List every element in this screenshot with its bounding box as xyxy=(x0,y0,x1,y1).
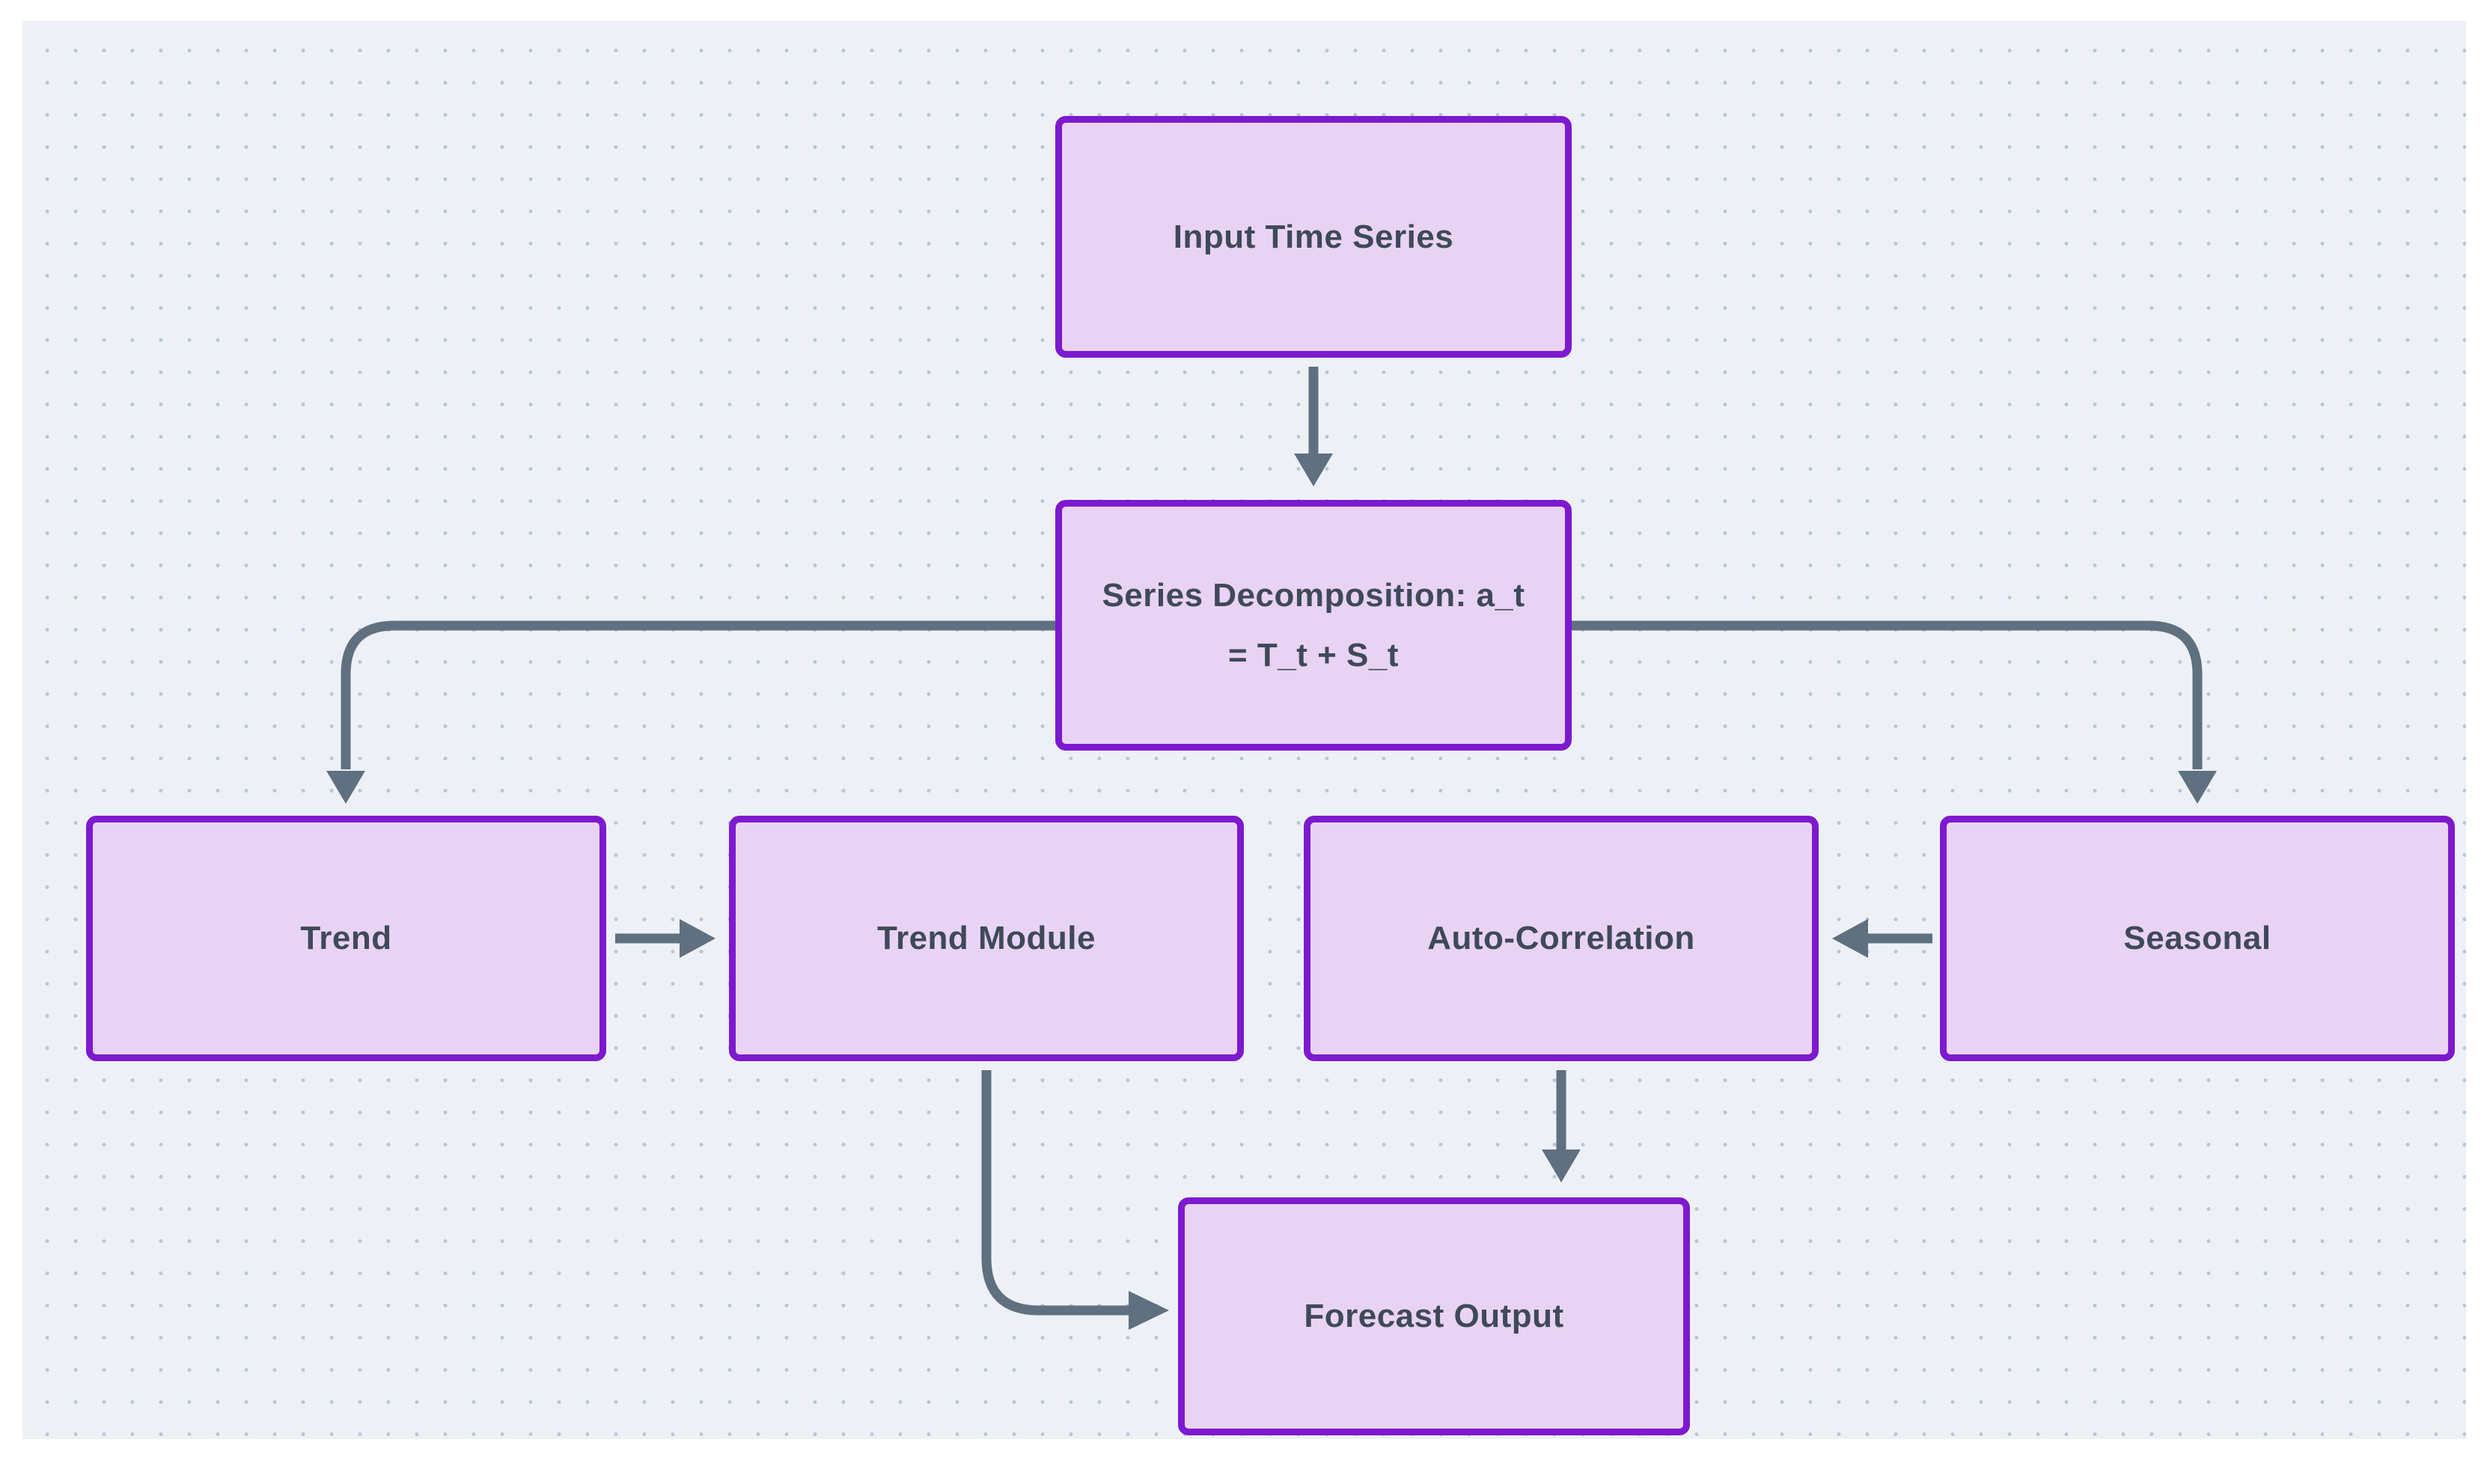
node-auto-correlation-label: Auto-Correlation xyxy=(1427,920,1695,956)
node-trend-module-label: Trend Module xyxy=(877,920,1096,956)
edge-input-to-decomposition-arrowhead xyxy=(1294,454,1333,486)
edge-decomposition-to-seasonal xyxy=(1572,620,2203,769)
edge-decomposition-to-seasonal-arrowhead xyxy=(2178,771,2217,804)
node-seasonal[interactable]: Seasonal xyxy=(1940,816,2455,1061)
node-series-decomposition-label: Series Decomposition: a_t = T_t + S_t xyxy=(1102,566,1525,685)
node-forecast-output-label: Forecast Output xyxy=(1304,1298,1564,1334)
edge-trend-to-trend-module-arrowhead xyxy=(680,919,715,958)
node-series-decomposition-label-line2: = T_t + S_t xyxy=(1227,636,1400,674)
node-input-time-series-label: Input Time Series xyxy=(1173,218,1454,255)
node-forecast-output[interactable]: Forecast Output xyxy=(1178,1197,1690,1435)
node-seasonal-label: Seasonal xyxy=(2123,920,2271,956)
edge-decomposition-to-trend xyxy=(341,620,1055,769)
edge-decomposition-to-trend-arrowhead xyxy=(326,771,365,804)
edge-seasonal-to-auto-correlation-arrowhead xyxy=(1832,919,1868,958)
node-trend-label: Trend xyxy=(300,920,392,956)
node-trend[interactable]: Trend xyxy=(86,816,606,1061)
node-trend-module[interactable]: Trend Module xyxy=(729,816,1244,1061)
edge-trend-module-to-forecast-arrowhead xyxy=(1129,1291,1169,1330)
node-auto-correlation[interactable]: Auto-Correlation xyxy=(1304,816,1819,1061)
node-series-decomposition-label-line1: Series Decomposition: a_t xyxy=(1102,576,1525,614)
diagram-canvas[interactable]: Input Time Series Series Decomposition: … xyxy=(22,21,2466,1439)
edge-auto-correlation-to-forecast-arrowhead xyxy=(1542,1149,1581,1182)
node-series-decomposition[interactable]: Series Decomposition: a_t = T_t + S_t xyxy=(1055,500,1572,751)
edge-trend-module-to-forecast xyxy=(981,1070,1129,1316)
node-input-time-series[interactable]: Input Time Series xyxy=(1055,116,1572,358)
